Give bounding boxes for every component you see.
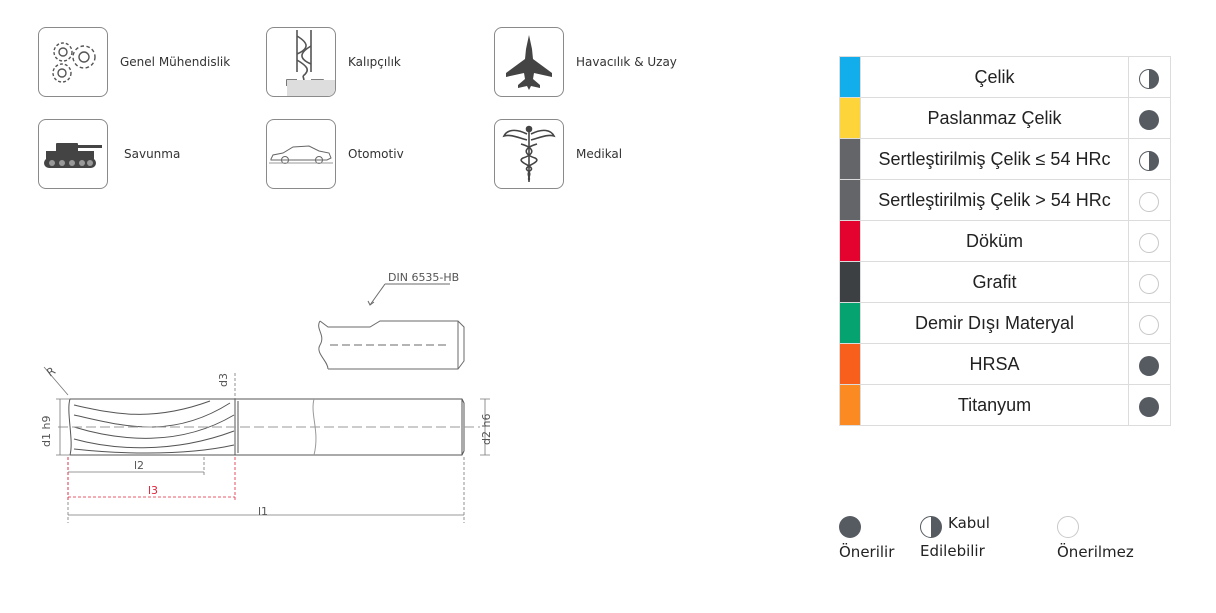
- industry-label: Havacılık & Uzay: [576, 55, 677, 69]
- industry-label: Medikal: [576, 147, 623, 161]
- tank-icon: [44, 143, 102, 168]
- empty-circle-icon: [1139, 315, 1159, 335]
- filled-circle-icon: [1139, 110, 1159, 130]
- filled-circle-icon: [839, 516, 861, 538]
- material-row: Grafit: [839, 261, 1171, 303]
- d2-label: d2 h6: [480, 414, 493, 445]
- industry-defense[interactable]: Savunma: [38, 119, 180, 189]
- end-mill-drawing: DIN 6535-HB R d1 h9 d2 h6 d3 l2 l3 l1: [40, 271, 493, 523]
- legend-acceptable: Kabul Edilebilir: [920, 514, 990, 560]
- empty-circle-icon: [1139, 274, 1159, 294]
- material-name: Demir Dışı Materyal: [860, 302, 1129, 344]
- l1-label: l1: [258, 505, 268, 518]
- material-row: Demir Dışı Materyal: [839, 302, 1171, 344]
- l2-label: l2: [134, 459, 144, 472]
- material-name: Paslanmaz Çelik: [860, 97, 1129, 139]
- industry-aerospace[interactable]: Havacılık & Uzay: [494, 27, 677, 97]
- industry-label: Savunma: [124, 147, 181, 161]
- material-name: HRSA: [860, 343, 1129, 385]
- material-row: Sertleştirilmiş Çelik ≤ 54 HRc: [839, 138, 1171, 180]
- material-name: Sertleştirilmiş Çelik > 54 HRc: [860, 179, 1129, 221]
- empty-circle-icon: [1057, 516, 1079, 538]
- material-color-swatch: [839, 261, 861, 303]
- material-name: Döküm: [860, 220, 1129, 262]
- dimension-lines: [43, 366, 490, 523]
- industry-automotive[interactable]: Otomotiv: [266, 119, 404, 189]
- material-name: Titanyum: [860, 384, 1129, 426]
- mold-drill-icon: [286, 30, 335, 96]
- filled-circle-icon: [1139, 397, 1159, 417]
- l3-dimension: [67, 457, 236, 501]
- din-shank-detail: [318, 283, 465, 370]
- din-label: DIN 6535-HB: [388, 271, 459, 284]
- material-name: Sertleştirilmiş Çelik ≤ 54 HRc: [860, 138, 1129, 180]
- material-color-swatch: [839, 138, 861, 180]
- car-icon: [269, 145, 333, 164]
- caduceus-icon: [502, 125, 556, 182]
- half-circle-icon: [920, 516, 942, 538]
- material-color-swatch: [839, 302, 861, 344]
- d1-label: d1 h9: [40, 416, 53, 447]
- material-color-swatch: [839, 179, 861, 221]
- legend-not-recommended: Önerilmez: [1057, 516, 1157, 564]
- material-row: Çelik: [839, 56, 1171, 98]
- half-circle-icon: [1139, 151, 1159, 171]
- d3-label: d3: [217, 373, 230, 387]
- material-color-swatch: [839, 384, 861, 426]
- industry-label: Kalıpçılık: [348, 55, 401, 69]
- empty-circle-icon: [1139, 233, 1159, 253]
- industry-label: Otomotiv: [348, 147, 404, 161]
- material-color-swatch: [839, 97, 861, 139]
- industry-general-engineering[interactable]: Genel Mühendislik: [38, 27, 230, 97]
- industry-label: Genel Mühendislik: [120, 55, 231, 69]
- half-circle-icon: [1139, 69, 1159, 89]
- l3-label: l3: [148, 484, 158, 497]
- jet-icon: [506, 35, 552, 90]
- material-row: Paslanmaz Çelik: [839, 97, 1171, 139]
- material-row: HRSA: [839, 343, 1171, 385]
- material-color-swatch: [839, 343, 861, 385]
- empty-circle-icon: [1139, 192, 1159, 212]
- tool-body: [58, 398, 480, 456]
- material-name: Grafit: [860, 261, 1129, 303]
- material-row: Sertleştirilmiş Çelik > 54 HRc: [839, 179, 1171, 221]
- material-color-swatch: [839, 56, 861, 98]
- material-row: Döküm: [839, 220, 1171, 262]
- material-color-swatch: [839, 220, 861, 262]
- industry-medical[interactable]: Medikal: [494, 119, 622, 189]
- r-label: R: [44, 364, 58, 379]
- industry-mold-making[interactable]: Kalıpçılık: [266, 27, 401, 97]
- filled-circle-icon: [1139, 356, 1159, 376]
- material-name: Çelik: [860, 56, 1129, 98]
- material-row: Titanyum: [839, 384, 1171, 426]
- gears-icon: [52, 42, 96, 83]
- legend-recommended: Önerilir: [839, 516, 899, 564]
